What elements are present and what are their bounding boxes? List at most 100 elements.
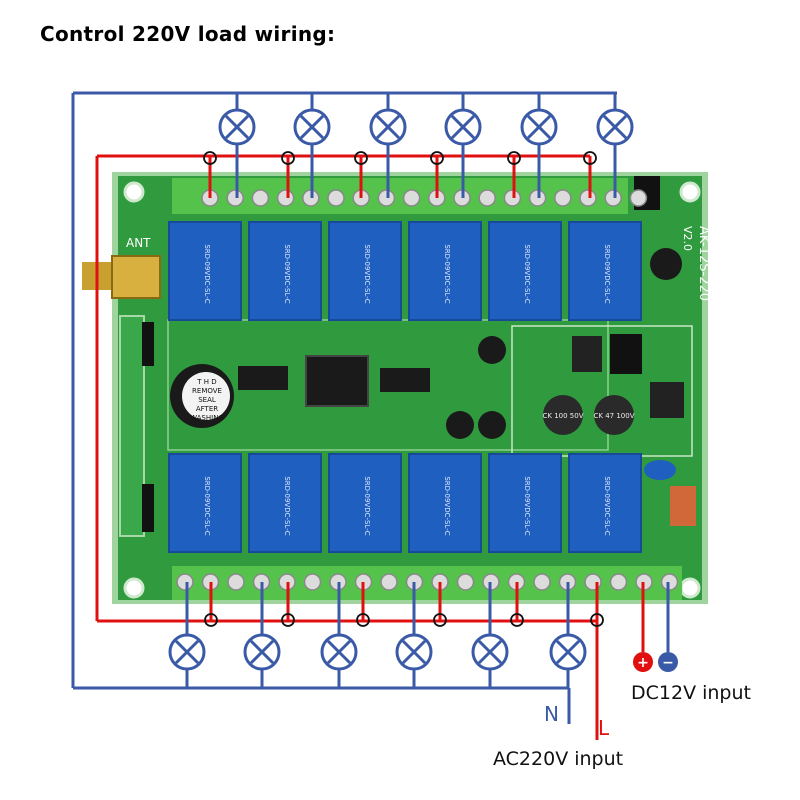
screw-terminal	[380, 573, 398, 591]
junction	[356, 613, 370, 627]
screw-terminal	[584, 573, 602, 591]
capacitor-ck100	[543, 395, 583, 435]
svg-text:SRD-09VDC-SL-C: SRD-09VDC-SL-C	[523, 244, 531, 303]
junction	[430, 151, 444, 165]
junction	[583, 151, 597, 165]
svg-text:REMOVE: REMOVE	[192, 387, 222, 395]
svg-text:SRD-09VDC-SL-C: SRD-09VDC-SL-C	[203, 476, 211, 535]
inductor	[572, 336, 602, 372]
screw-terminal	[303, 573, 322, 591]
inductor	[650, 382, 684, 418]
screw-terminal	[456, 573, 475, 591]
relay-board: SRD-09VDC-SL-C SRD-09VDC-SL-C SRD-09VDC-SL…	[82, 172, 708, 604]
fuse	[670, 486, 696, 526]
lamp-icon	[596, 108, 634, 146]
pin-header	[142, 322, 154, 366]
svg-text:−: −	[662, 655, 674, 671]
lamp-icon	[293, 108, 331, 146]
dc-minus-terminal: −	[658, 652, 678, 672]
ac-input-label: AC220V input	[493, 748, 624, 770]
page-title: Control 220V load wiring:	[40, 22, 336, 46]
capacitor-ck47	[594, 395, 634, 435]
relay: SRD-09VDC-SL-C	[328, 221, 402, 321]
lamp-icon	[520, 108, 558, 146]
svg-text:SRD-09VDC-SL-C: SRD-09VDC-SL-C	[283, 244, 291, 303]
mounting-holes	[123, 181, 701, 599]
relay: SRD-09VDC-SL-C	[488, 453, 562, 553]
lamp-icon	[471, 633, 509, 671]
board-model: AK-12S-220	[696, 226, 711, 301]
svg-text:SRD-09VDC-SL-C: SRD-09VDC-SL-C	[363, 476, 371, 535]
screw-terminal	[276, 189, 295, 207]
junction	[507, 151, 521, 165]
screw-terminal	[227, 573, 245, 591]
relay: SRD-09VDC-SL-C	[408, 221, 482, 321]
terminal-block-top	[172, 178, 648, 214]
capacitor-ck47-label: CK 47 100V	[594, 412, 635, 420]
relay: SRD-09VDC-SL-C	[568, 453, 642, 553]
lamp-icon	[395, 633, 433, 671]
svg-text:WASHING: WASHING	[190, 414, 224, 422]
terminal-block-bottom	[172, 566, 682, 600]
capacitor	[478, 336, 506, 364]
relay: SRD-09VDC-SL-C	[568, 221, 642, 321]
junction	[281, 151, 295, 165]
screw-terminal	[176, 573, 194, 591]
dc-input-label: DC12V input	[631, 682, 751, 704]
live-label: L	[598, 716, 610, 740]
capacitor	[478, 411, 506, 439]
mcu-chip	[305, 355, 369, 407]
junction	[204, 613, 218, 627]
junction	[433, 613, 447, 627]
screw-terminal	[604, 189, 622, 207]
relay: SRD-09VDC-SL-C	[248, 453, 322, 553]
svg-text:AFTER: AFTER	[196, 405, 218, 413]
screw-terminal	[554, 189, 572, 207]
dc-plus-terminal: +	[633, 652, 653, 672]
relay: SRD-09VDC-SL-C	[328, 453, 402, 553]
svg-text:SRD-09VDC-SL-C: SRD-09VDC-SL-C	[203, 244, 211, 303]
lamp-icon	[320, 633, 358, 671]
screw-terminal	[251, 189, 270, 207]
screw-terminal	[478, 189, 496, 207]
junction	[354, 151, 368, 165]
ic-chip	[380, 368, 430, 392]
svg-text:SRD-09VDC-SL-C: SRD-09VDC-SL-C	[523, 476, 531, 535]
capacitor	[446, 411, 474, 439]
screw-terminal	[503, 189, 522, 207]
neutral-label: N	[544, 702, 559, 726]
antenna-connector	[82, 255, 161, 299]
lamp-icon	[444, 108, 482, 146]
pin-header	[142, 484, 154, 532]
lamp-icon	[243, 633, 281, 671]
svg-text:SRD-09VDC-SL-C: SRD-09VDC-SL-C	[363, 244, 371, 303]
screw-terminal	[327, 189, 345, 207]
lamp-icon	[549, 633, 587, 671]
svg-text:SRD-09VDC-SL-C: SRD-09VDC-SL-C	[603, 244, 611, 303]
relay: SRD-09VDC-SL-C	[488, 221, 562, 321]
svg-text:+: +	[637, 655, 649, 671]
screw-terminal	[533, 573, 551, 591]
relay: SRD-09VDC-SL-C	[168, 453, 242, 553]
svg-text:SRD-09VDC-SL-C: SRD-09VDC-SL-C	[603, 476, 611, 535]
junction	[281, 613, 295, 627]
svg-text:SRD-09VDC-SL-C: SRD-09VDC-SL-C	[283, 476, 291, 535]
regulator-chip	[610, 334, 642, 374]
lamp-icon	[218, 108, 256, 146]
lamp-icon	[168, 633, 206, 671]
screw-terminal	[579, 189, 597, 207]
screw-terminal	[402, 189, 421, 207]
junction	[203, 151, 217, 165]
lamp-icon	[369, 108, 407, 146]
screw-terminal	[609, 573, 628, 591]
varistor	[644, 460, 676, 480]
junction	[590, 613, 604, 627]
relay: SRD-09VDC-SL-C	[168, 221, 242, 321]
screw-terminal	[377, 189, 396, 207]
svg-text:T H D: T H D	[196, 378, 216, 386]
rf-module	[119, 315, 145, 537]
svg-text:SRD-09VDC-SL-C: SRD-09VDC-SL-C	[443, 244, 451, 303]
capacitor-ck100-label: CK 100 50V	[543, 412, 584, 420]
capacitor	[650, 248, 682, 280]
